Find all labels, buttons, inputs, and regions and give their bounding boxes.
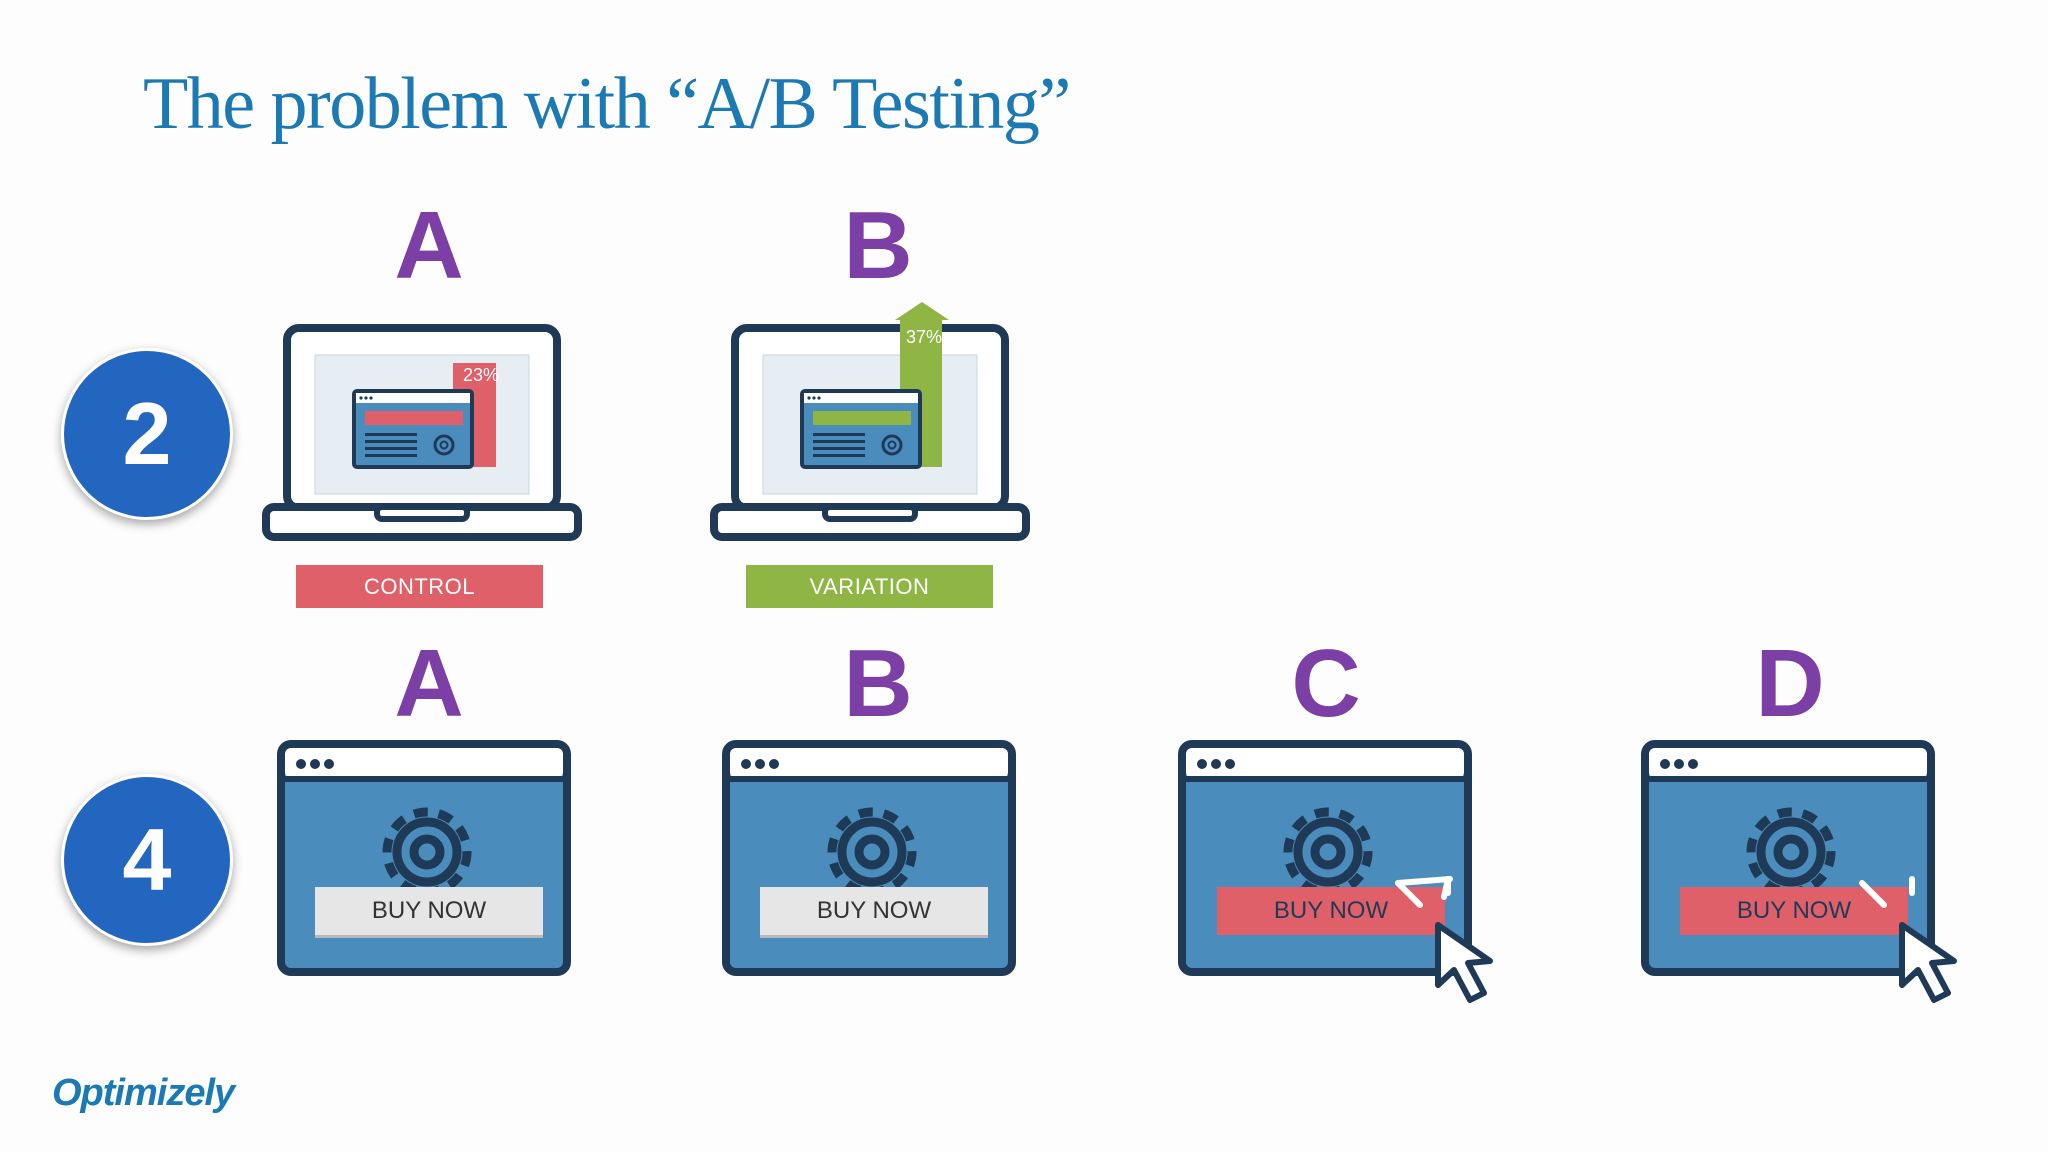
browser-window-icon-a xyxy=(277,740,571,976)
control-label: CONTROL xyxy=(296,565,543,608)
variant-letter-d-row2: D xyxy=(1755,630,1825,737)
laptop-icon-control xyxy=(262,324,582,541)
variant-letter-b: B xyxy=(843,192,913,299)
percent-control: 23% xyxy=(462,365,500,385)
buy-now-button-d[interactable]: BUY NOW xyxy=(1680,887,1908,935)
cursor-icon-d xyxy=(1859,876,1957,1003)
gear-icon xyxy=(382,807,472,897)
count-badge-two-label: 2 xyxy=(122,384,172,483)
percent-variation: 37% xyxy=(905,327,943,347)
buy-now-button-a[interactable]: BUY NOW xyxy=(315,887,543,935)
count-badge-four-label: 4 xyxy=(122,810,172,909)
buy-now-button-b[interactable]: BUY NOW xyxy=(760,887,988,935)
variant-letter-a: A xyxy=(394,192,464,299)
laptop-icon-variation xyxy=(710,302,1030,541)
count-badge-four: 4 xyxy=(61,774,233,946)
variant-letter-a-row2: A xyxy=(394,630,464,737)
slide-title: The problem with “A/B Testing” xyxy=(143,63,1071,145)
variant-letter-b-row2: B xyxy=(843,630,913,737)
cursor-icon-c xyxy=(1395,876,1493,1003)
count-badge-two: 2 xyxy=(61,348,233,520)
variation-label: VARIATION xyxy=(746,565,993,608)
browser-window-icon-b xyxy=(722,740,1016,976)
variant-letter-c-row2: C xyxy=(1291,630,1361,737)
optimizely-logo: Optimizely xyxy=(52,1072,235,1114)
